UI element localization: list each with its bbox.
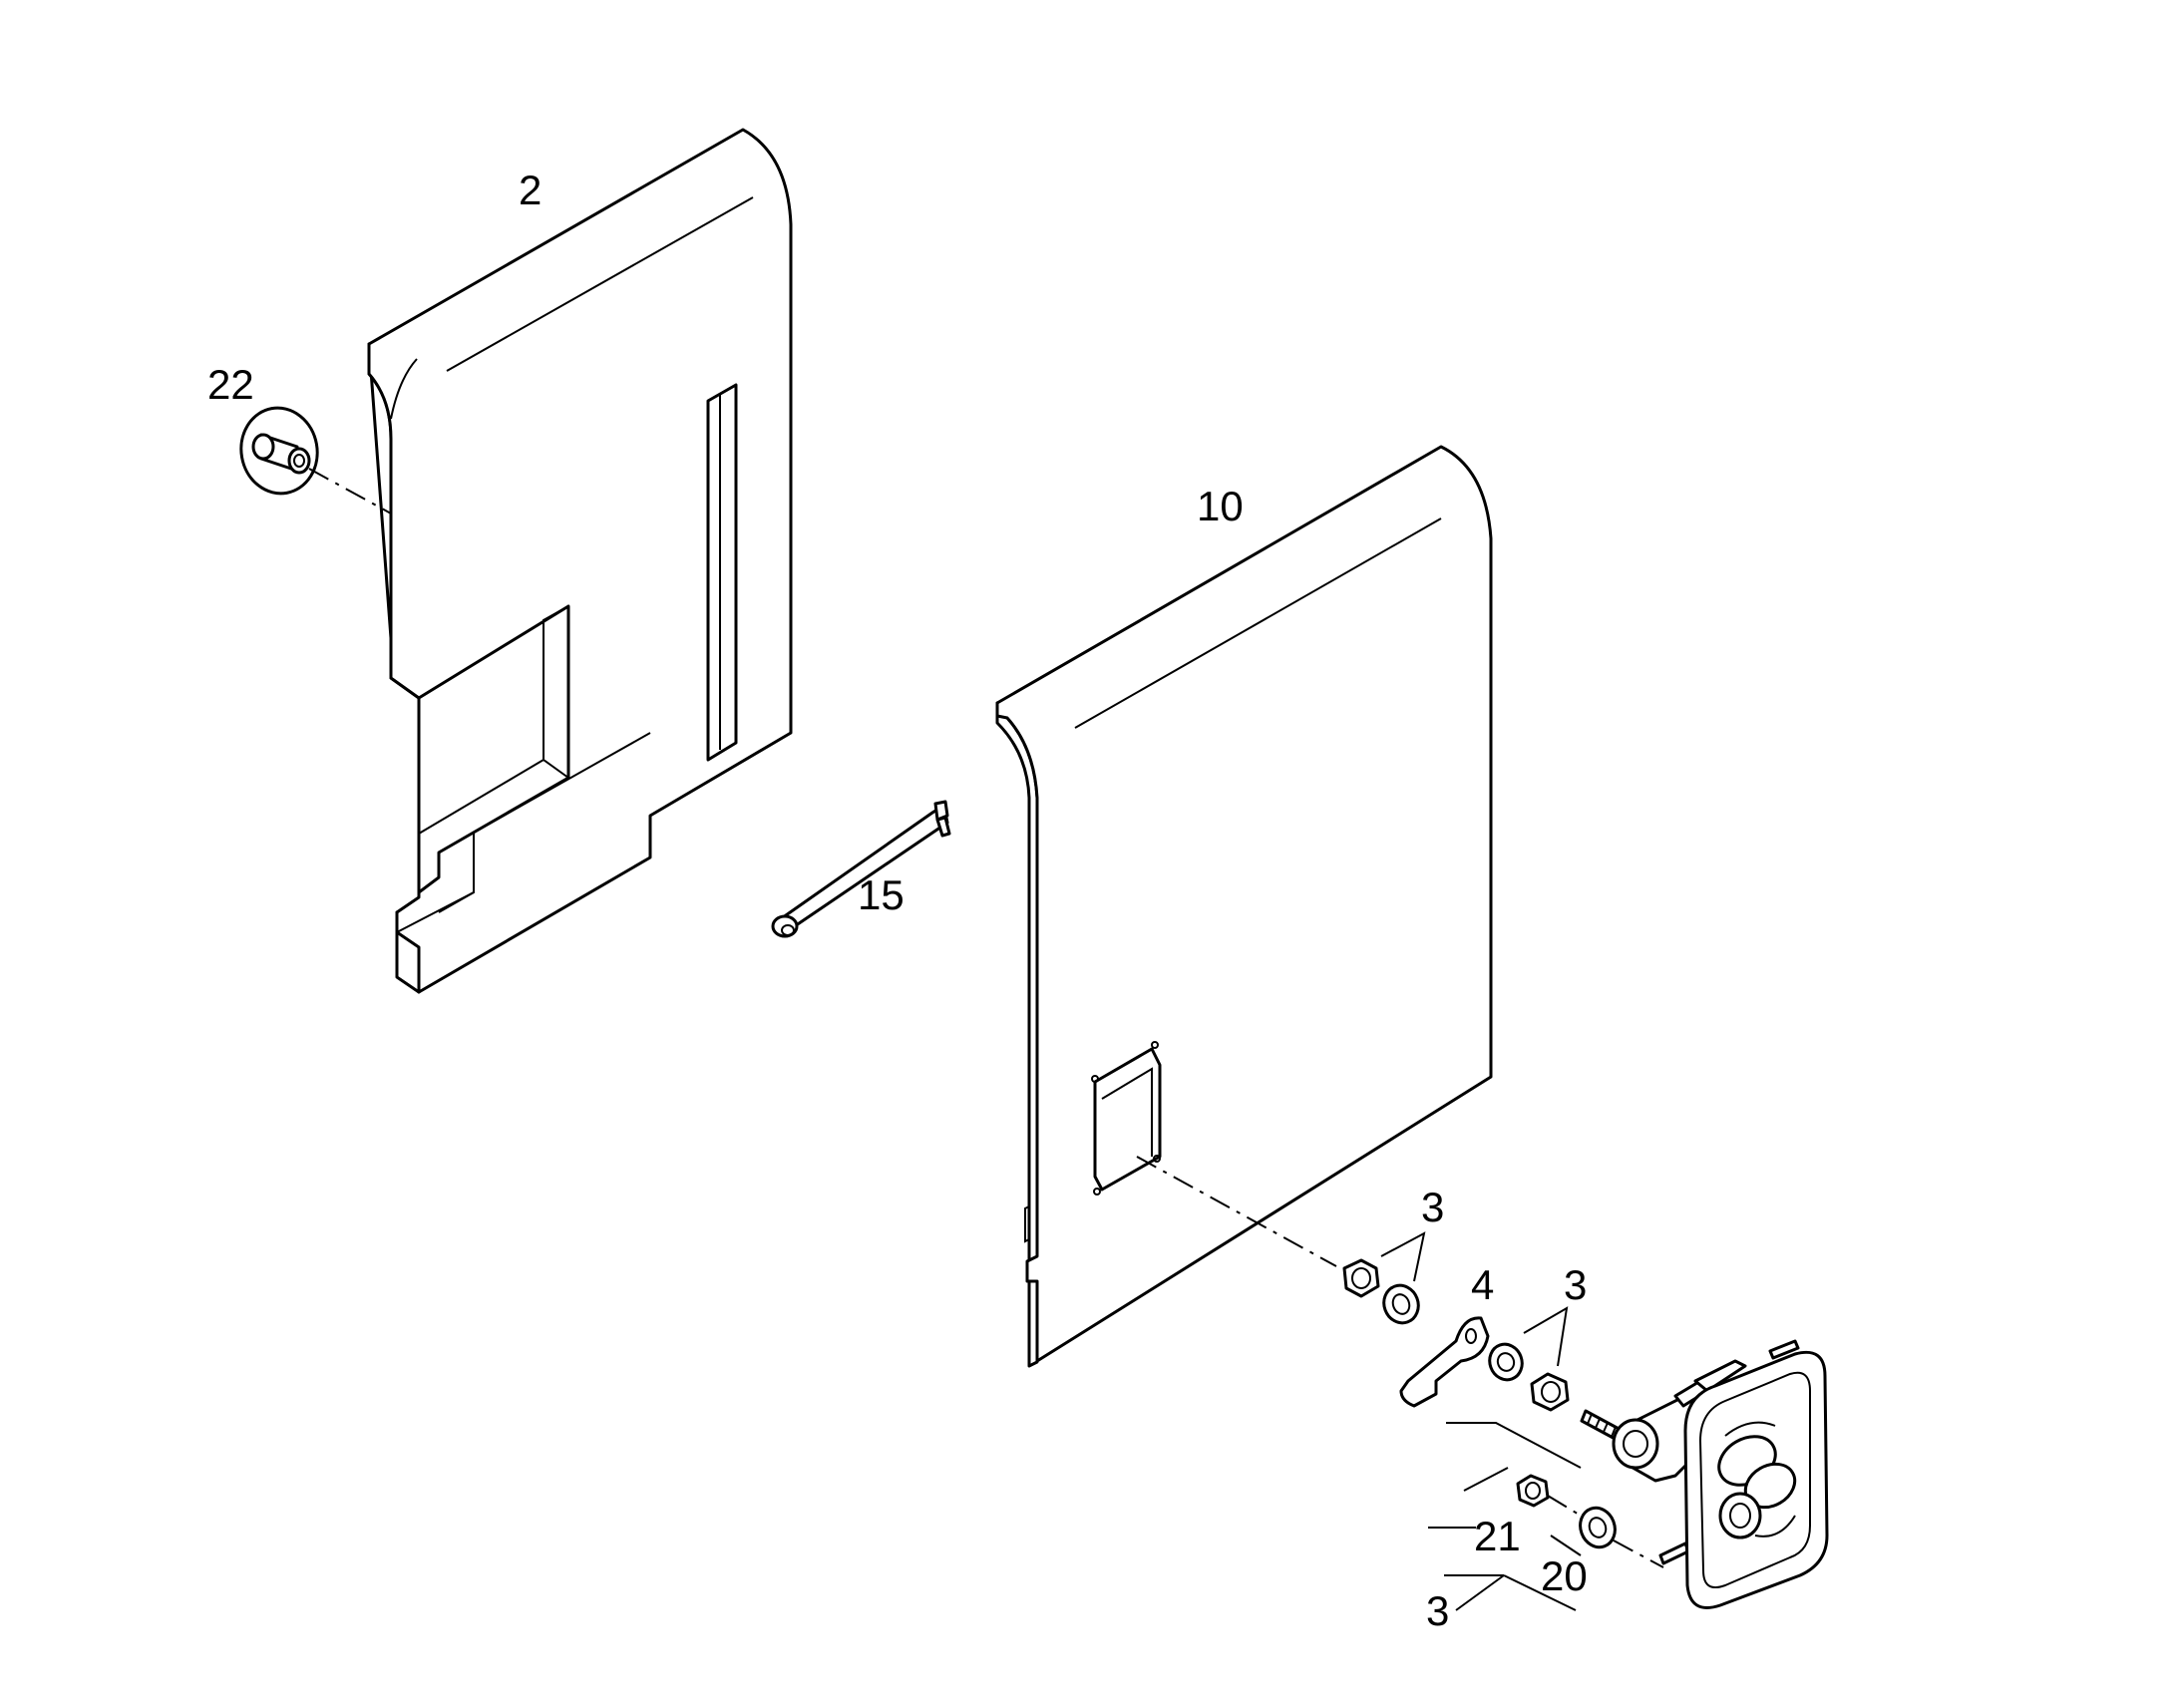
part-15-rod (771, 800, 951, 938)
part-3-nut-washer-top (1342, 1258, 1420, 1325)
label-part-22: 22 (207, 361, 254, 408)
part-22-grommet (239, 406, 319, 496)
axis-line-grommet (308, 468, 392, 514)
label-part-15: 15 (858, 871, 905, 918)
lock-assembly (1580, 1339, 1829, 1609)
label-part-3-mid: 3 (1564, 1261, 1587, 1308)
group-bracket (1444, 1574, 1577, 1611)
label-part-21: 21 (1474, 1513, 1521, 1559)
label-part-3-bottom: 3 (1426, 1587, 1449, 1634)
label-part-2: 2 (519, 167, 542, 213)
part-21-nut (1516, 1474, 1550, 1508)
axis-line-lock (1136, 1156, 1337, 1267)
label-part-4: 4 (1471, 1261, 1494, 1308)
label-part-10: 10 (1197, 483, 1244, 529)
part-20-washer (1579, 1506, 1617, 1549)
label-part-3-top: 3 (1421, 1184, 1444, 1230)
leader-lines (1380, 1231, 1582, 1556)
part-4-cam (1399, 1316, 1490, 1408)
axis-line-nut-washer (1547, 1495, 1664, 1568)
part-3-nut-washer-mid (1488, 1342, 1570, 1412)
part-2-side-panel (367, 128, 793, 994)
label-part-20: 20 (1541, 1552, 1588, 1599)
part-10-door-panel (995, 445, 1493, 1368)
